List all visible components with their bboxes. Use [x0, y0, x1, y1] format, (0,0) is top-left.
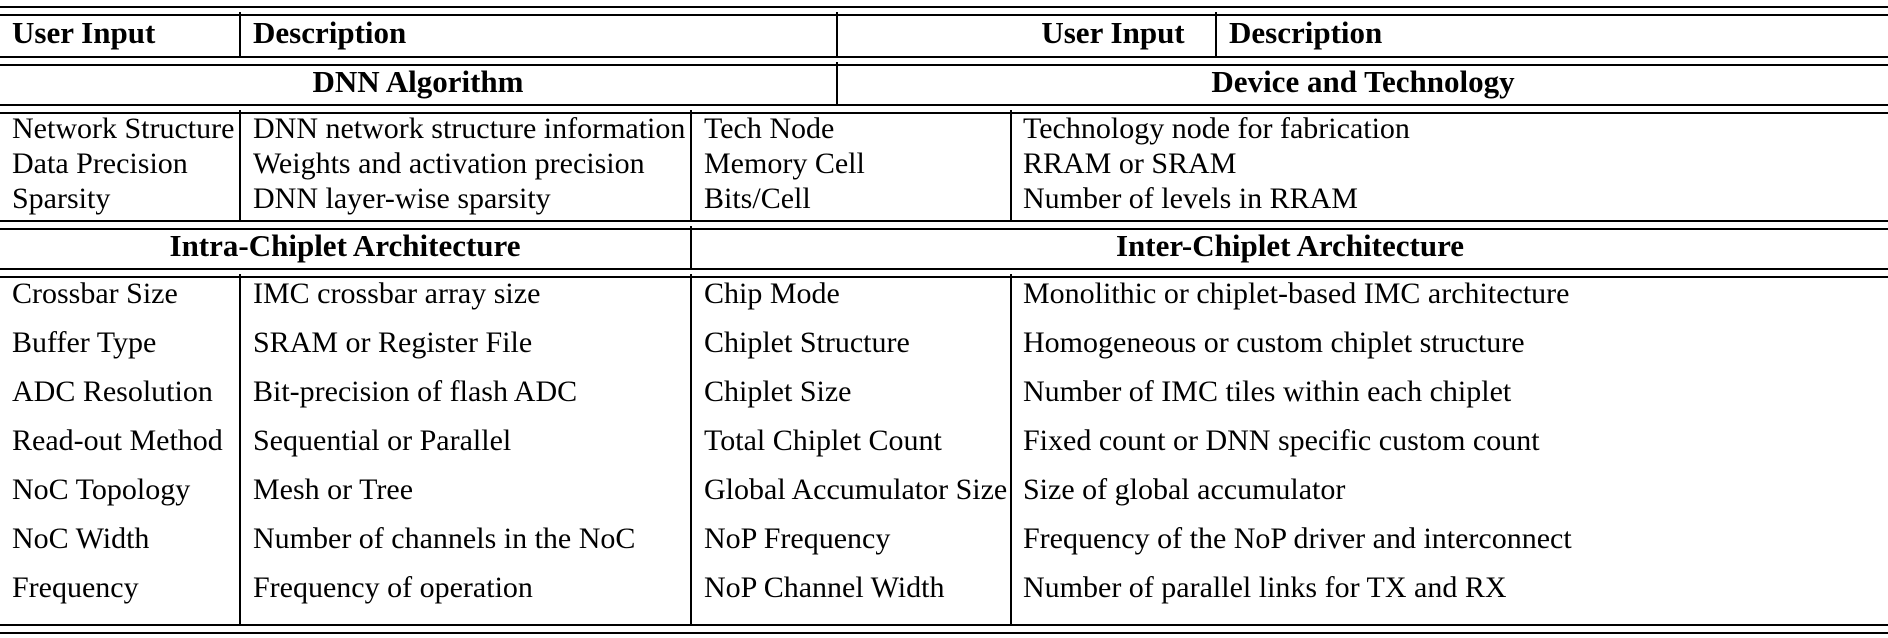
- row-desc-inter-4: Size of global accumulator: [1023, 473, 1346, 506]
- col-divider-center-section-1: [836, 62, 838, 104]
- row-input-dnn-1: Data Precision: [12, 147, 188, 180]
- table-top-rule: [0, 6, 1888, 16]
- row-desc-dnn-1: Weights and activation precision: [253, 147, 645, 180]
- section-body-bottom-rule-1: [0, 220, 1888, 230]
- col-divider-center-body-1: [690, 110, 692, 220]
- row-input-inter-4: Global Accumulator Size: [704, 473, 1008, 506]
- row-input-inter-3: Total Chiplet Count: [704, 424, 942, 457]
- row-desc-inter-6: Number of parallel links for TX and RX: [1023, 571, 1507, 604]
- row-input-inter-2: Chiplet Size: [704, 375, 852, 408]
- section-title-dnn-algorithm: DNN Algorithm: [312, 64, 524, 99]
- row-input-inter-6: NoP Channel Width: [704, 571, 945, 604]
- row-input-intra-5: NoC Width: [12, 522, 150, 555]
- section-title-inter-chiplet: Inter-Chiplet Architecture: [1115, 228, 1465, 263]
- row-input-dnn-2: Sparsity: [12, 182, 111, 215]
- row-desc-inter-1: Homogeneous or custom chiplet structure: [1023, 326, 1525, 359]
- row-desc-device-0: Technology node for fabrication: [1023, 112, 1410, 145]
- row-desc-device-1: RRAM or SRAM: [1023, 147, 1237, 180]
- row-desc-intra-4: Mesh or Tree: [253, 473, 414, 506]
- row-input-intra-3: Read-out Method: [12, 424, 223, 457]
- header-left-description: Description: [253, 15, 407, 50]
- header-right-description: Description: [1229, 15, 1383, 50]
- header-right-user-input: User Input: [1041, 15, 1185, 50]
- col-divider-left-header: [239, 12, 241, 56]
- row-desc-inter-0: Monolithic or chiplet-based IMC architec…: [1023, 277, 1570, 310]
- section-title-device-and-technology: Device and Technology: [1211, 64, 1515, 99]
- row-input-inter-0: Chip Mode: [704, 277, 840, 310]
- row-desc-dnn-0: DNN network structure information: [253, 112, 686, 145]
- row-desc-intra-2: Bit-precision of flash ADC: [253, 375, 578, 408]
- row-input-intra-4: NoC Topology: [12, 473, 191, 506]
- row-desc-inter-2: Number of IMC tiles within each chiplet: [1023, 375, 1512, 408]
- row-desc-intra-0: IMC crossbar array size: [253, 277, 541, 310]
- row-input-inter-5: NoP Frequency: [704, 522, 891, 555]
- section-title-intra-chiplet: Intra-Chiplet Architecture: [169, 228, 521, 263]
- row-input-device-1: Memory Cell: [704, 147, 865, 180]
- row-desc-intra-5: Number of channels in the NoC: [253, 522, 636, 555]
- col-divider-right-header: [1215, 12, 1217, 56]
- table-bottom-rule: [0, 624, 1888, 634]
- row-input-intra-2: ADC Resolution: [12, 375, 213, 408]
- col-divider-right-body-1: [1010, 110, 1012, 220]
- row-input-device-2: Bits/Cell: [704, 182, 811, 215]
- row-desc-intra-1: SRAM or Register File: [253, 326, 533, 359]
- row-desc-inter-3: Fixed count or DNN specific custom count: [1023, 424, 1540, 457]
- section-header-bottom-rule-1: [0, 104, 1888, 114]
- row-input-intra-0: Crossbar Size: [12, 277, 178, 310]
- col-divider-left-body-2: [239, 274, 241, 624]
- col-divider-left-body-1: [239, 110, 241, 220]
- row-input-dnn-0: Network Structure: [12, 112, 235, 145]
- row-input-intra-6: Frequency: [12, 571, 139, 604]
- col-divider-center-header: [836, 12, 838, 56]
- col-divider-right-body-2: [1010, 274, 1012, 624]
- col-divider-center-body-2: [690, 274, 692, 624]
- row-desc-inter-5: Frequency of the NoP driver and intercon…: [1023, 522, 1572, 555]
- col-divider-center-section-2: [690, 226, 692, 268]
- header-bottom-rule: [0, 56, 1888, 66]
- section-header-bottom-rule-2: [0, 268, 1888, 278]
- row-input-device-0: Tech Node: [704, 112, 835, 145]
- row-desc-device-2: Number of levels in RRAM: [1023, 182, 1358, 215]
- row-desc-dnn-2: DNN layer-wise sparsity: [253, 182, 551, 215]
- row-desc-intra-6: Frequency of operation: [253, 571, 533, 604]
- row-desc-intra-3: Sequential or Parallel: [253, 424, 512, 457]
- row-input-inter-1: Chiplet Structure: [704, 326, 910, 359]
- header-left-user-input: User Input: [12, 15, 156, 50]
- row-input-intra-1: Buffer Type: [12, 326, 157, 359]
